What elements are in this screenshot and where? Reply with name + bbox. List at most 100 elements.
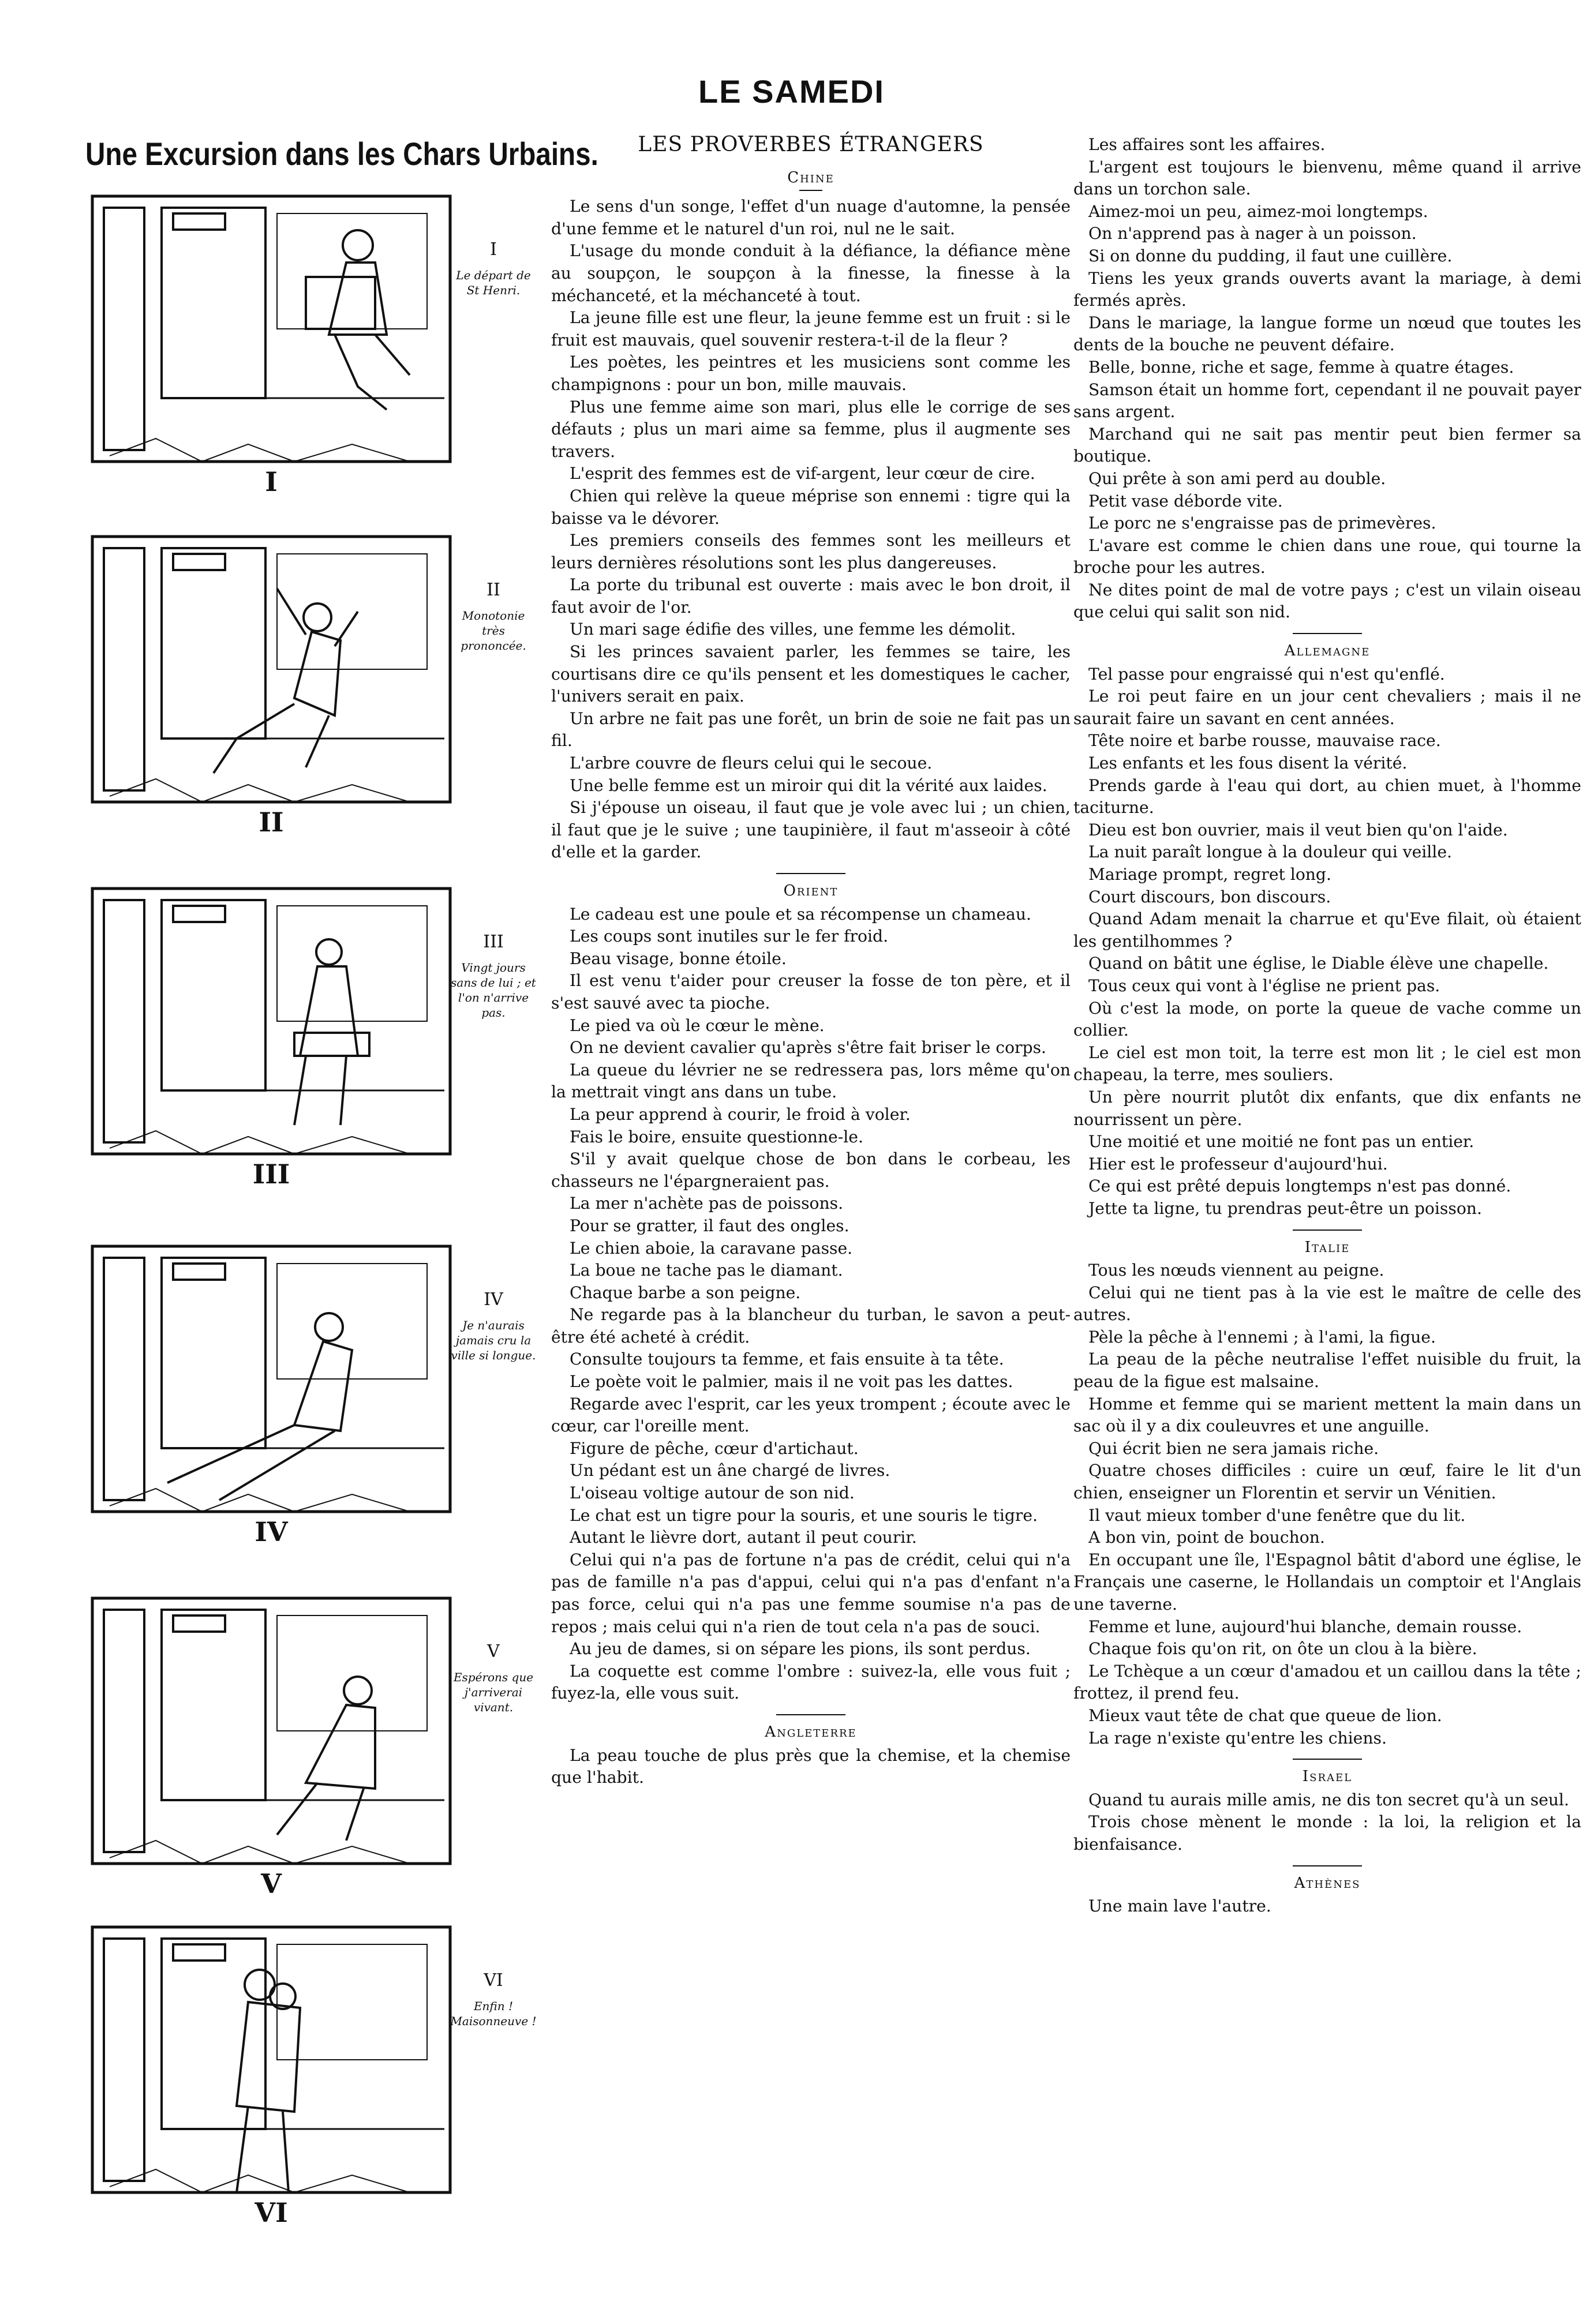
section-heading-italie: Italie (1304, 1238, 1350, 1256)
proverb: Tous ceux qui vont à l'église ne prient … (1088, 976, 1440, 995)
proverb: Homme et femme qui se marient mettent la… (1073, 1394, 1581, 1436)
proverb: Les coups sont inutiles sur le fer froid… (570, 927, 889, 946)
proverb: Le chat est un tigre pour la souris, et … (570, 1505, 1038, 1525)
panel-caption-text: Je n'aurais jamais cru la ville si longu… (451, 1318, 536, 1362)
proverb: Regarde avec l'esprit, car les yeux trom… (551, 1394, 1071, 1436)
section-heading-angleterre: Angleterre (765, 1723, 857, 1741)
proverb: La boue ne tache pas le diamant. (570, 1261, 843, 1280)
panel-caption-numeral: V (487, 1641, 500, 1662)
proverb: Figure de pêche, cœur d'artichaut. (570, 1438, 859, 1458)
proverb: Une belle femme est un miroir qui dit la… (570, 775, 1047, 795)
proverb: Si j'épouse un oiseau, il faut que je vo… (551, 798, 1071, 862)
proverb: Une main lave l'autre. (1088, 1896, 1271, 1916)
proverb: La nuit paraît longue à la douleur qui v… (1088, 842, 1452, 862)
proverb: L'argent est toujours le bienvenu, même … (1073, 157, 1581, 199)
proverbs-angleterre: La peau touche de plus près que la chemi… (551, 1745, 1071, 1789)
panel-caption-text: Espérons que j'arriverai vivant. (453, 1670, 534, 1714)
proverb: Chaque fois qu'on rit, on ôte un clou à … (1088, 1639, 1477, 1659)
proverb: La queue du lévrier ne se redressera pas… (551, 1060, 1071, 1102)
proverb: A bon vin, point de bouchon. (1088, 1528, 1325, 1547)
comic-panel: V (87, 1592, 456, 1899)
section-rule (799, 190, 822, 192)
proverb: Les enfants et les fous disent la vérité… (1088, 754, 1408, 773)
proverb: Hier est le professeur d'aujourd'hui. (1088, 1154, 1388, 1174)
proverb: Quatre choses difficiles : cuire un œuf,… (1073, 1461, 1581, 1503)
section-heading-allemagne: Allemagne (1284, 642, 1371, 660)
section-rule (1293, 1759, 1362, 1760)
proverb: La peau de la pêche neutralise l'effet n… (1073, 1350, 1581, 1392)
proverb: Un mari sage édifie des villes, une femm… (570, 620, 1016, 639)
proverb: L'usage du monde conduit à la défiance, … (551, 241, 1071, 305)
proverb: Qui écrit bien ne sera jamais riche. (1088, 1438, 1379, 1458)
illustration-title: Une Excursion dans les Chars Urbains. (85, 136, 598, 172)
section-rule (776, 1714, 845, 1715)
article-title: LES PROVERBES ÉTRANGERS (638, 133, 984, 156)
proverb: Tous les nœuds viennent au peigne. (1088, 1261, 1384, 1280)
article-column-middle: LES PROVERBES ÉTRANGERS Chine Le sens d'… (551, 133, 1071, 1789)
panel-caption-text: Le départ de St Henri. (456, 268, 531, 297)
proverb: Tel passe pour engraissé qui n'est qu'en… (1088, 664, 1445, 684)
proverb: Tête noire et barbe rousse, mauvaise rac… (1088, 731, 1441, 751)
proverb: Marchand qui ne sait pas mentir peut bie… (1073, 424, 1581, 466)
proverb: Aimez-moi un peu, aimez-moi longtemps. (1088, 201, 1428, 221)
proverb: Dieu est bon ouvrier, mais il veut bien … (1088, 820, 1508, 839)
panel-caption-numeral: I (490, 239, 497, 260)
panel-number: IV (255, 1516, 288, 1547)
proverb: On n'apprend pas à nager à un poisson. (1088, 224, 1417, 243)
proverb: Le Tchèque a un cœur d'amadou et un cail… (1073, 1661, 1581, 1703)
proverb: En occupant une île, l'Espagnol bâtit d'… (1073, 1550, 1581, 1614)
proverb: La rage n'existe qu'entre les chiens. (1088, 1728, 1387, 1748)
proverb: Chaque barbe a son peigne. (570, 1283, 801, 1302)
panel-caption: V Espérons que j'arriverai vivant. (450, 1641, 537, 1715)
proverb: Celui qui ne tient pas à la vie est le m… (1073, 1283, 1581, 1325)
panel-caption-text: Enfin ! Maisonneuve ! (450, 1999, 537, 2028)
panel-caption-numeral: II (486, 580, 500, 600)
masthead: LE SAMEDI (698, 73, 885, 110)
proverb: L'arbre couvre de fleurs celui qui le se… (570, 754, 933, 773)
panel-caption-numeral: VI (484, 1970, 503, 1991)
proverb: L'avare est comme le chien dans une roue… (1073, 535, 1581, 578)
comic-panel: IV (87, 1240, 456, 1547)
proverb: Autant le lièvre dort, autant il peut co… (570, 1528, 917, 1547)
proverb: Un pédant est un âne chargé de livres. (570, 1461, 890, 1480)
proverb: Ce qui est prêté depuis longtemps n'est … (1088, 1176, 1511, 1196)
proverb: Tiens les yeux grands ouverts avant la m… (1073, 268, 1581, 310)
proverb: La porte du tribunal est ouverte : mais … (551, 575, 1071, 617)
panel-number: I (265, 466, 278, 497)
tram-car-drawing (91, 1245, 452, 1513)
proverb: Beau visage, bonne étoile. (570, 949, 787, 968)
proverb: Un arbre ne fait pas une forêt, un brin … (551, 709, 1071, 751)
section-rule (776, 873, 845, 874)
proverb: La coquette est comme l'ombre : suivez-l… (551, 1661, 1071, 1703)
proverb: La peau touche de plus près que la chemi… (551, 1745, 1071, 1787)
proverb: Ne dites point de mal de votre pays ; c'… (1073, 580, 1581, 622)
proverb: Mieux vaut tête de chat que queue de lio… (1088, 1705, 1442, 1725)
proverb: Pour se gratter, il faut des ongles. (570, 1216, 849, 1235)
tram-car-drawing (91, 1596, 452, 1865)
proverb: Le chien aboie, la caravane passe. (570, 1238, 853, 1258)
proverb: Une moitié et une moitié ne font pas un … (1088, 1132, 1475, 1152)
panel-number: III (252, 1159, 290, 1190)
section-heading-orient: Orient (783, 882, 839, 899)
proverb: Court discours, bon discours. (1088, 887, 1331, 906)
panel-caption-text: Vingt jours sans de lui ; et l'on n'arri… (451, 961, 536, 1019)
section-heading-chine: Chine (787, 168, 834, 186)
panel-number: VI (255, 2197, 288, 2228)
tram-car-drawing (91, 194, 452, 463)
proverb: L'esprit des femmes est de vif-argent, l… (570, 464, 1035, 483)
proverb: Le roi peut faire en un jour cent cheval… (1073, 687, 1581, 728)
panel-number: II (259, 807, 284, 838)
proverb: L'oiseau voltige autour de son nid. (570, 1483, 855, 1503)
proverb: Prends garde à l'eau qui dort, au chien … (1073, 775, 1581, 818)
panel-caption: VI Enfin ! Maisonneuve ! (450, 1970, 537, 2029)
panel-caption-numeral: IV (484, 1290, 503, 1310)
proverb: Qui prête à son ami perd au double. (1088, 468, 1386, 488)
comic-panel: III (87, 883, 456, 1190)
proverb: On ne devient cavalier qu'après s'être f… (570, 1038, 1046, 1058)
section-rule (1293, 1865, 1362, 1866)
proverb: Si les princes savaient parler, les femm… (551, 642, 1071, 706)
proverb: Fais le boire, ensuite questionne-le. (570, 1127, 863, 1146)
proverb: Où c'est la mode, on porte la queue de v… (1073, 998, 1581, 1040)
